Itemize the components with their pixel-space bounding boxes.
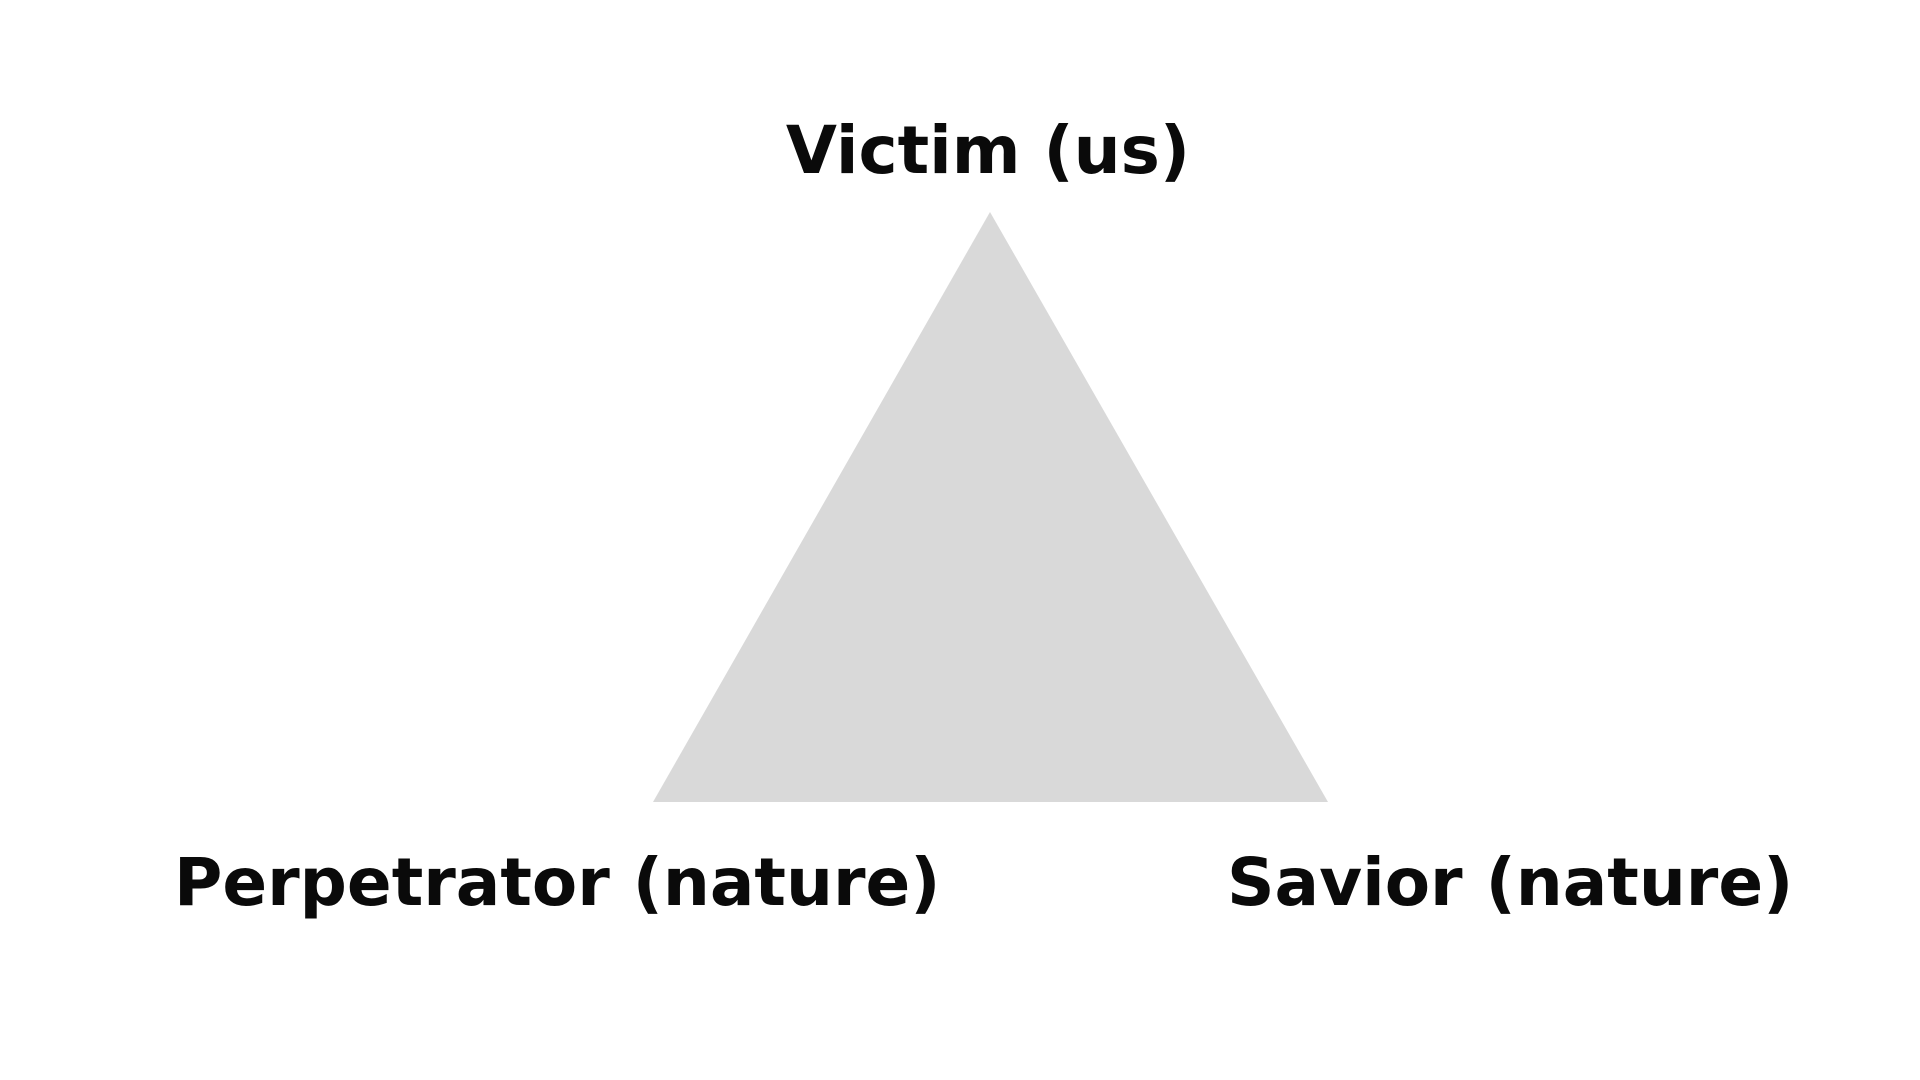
vertex-label-perpetrator: Perpetrator (nature) xyxy=(174,844,941,921)
triangle-shape xyxy=(653,212,1328,802)
vertex-label-victim: Victim (us) xyxy=(785,112,1191,189)
vertex-label-savior: Savior (nature) xyxy=(1227,844,1794,921)
